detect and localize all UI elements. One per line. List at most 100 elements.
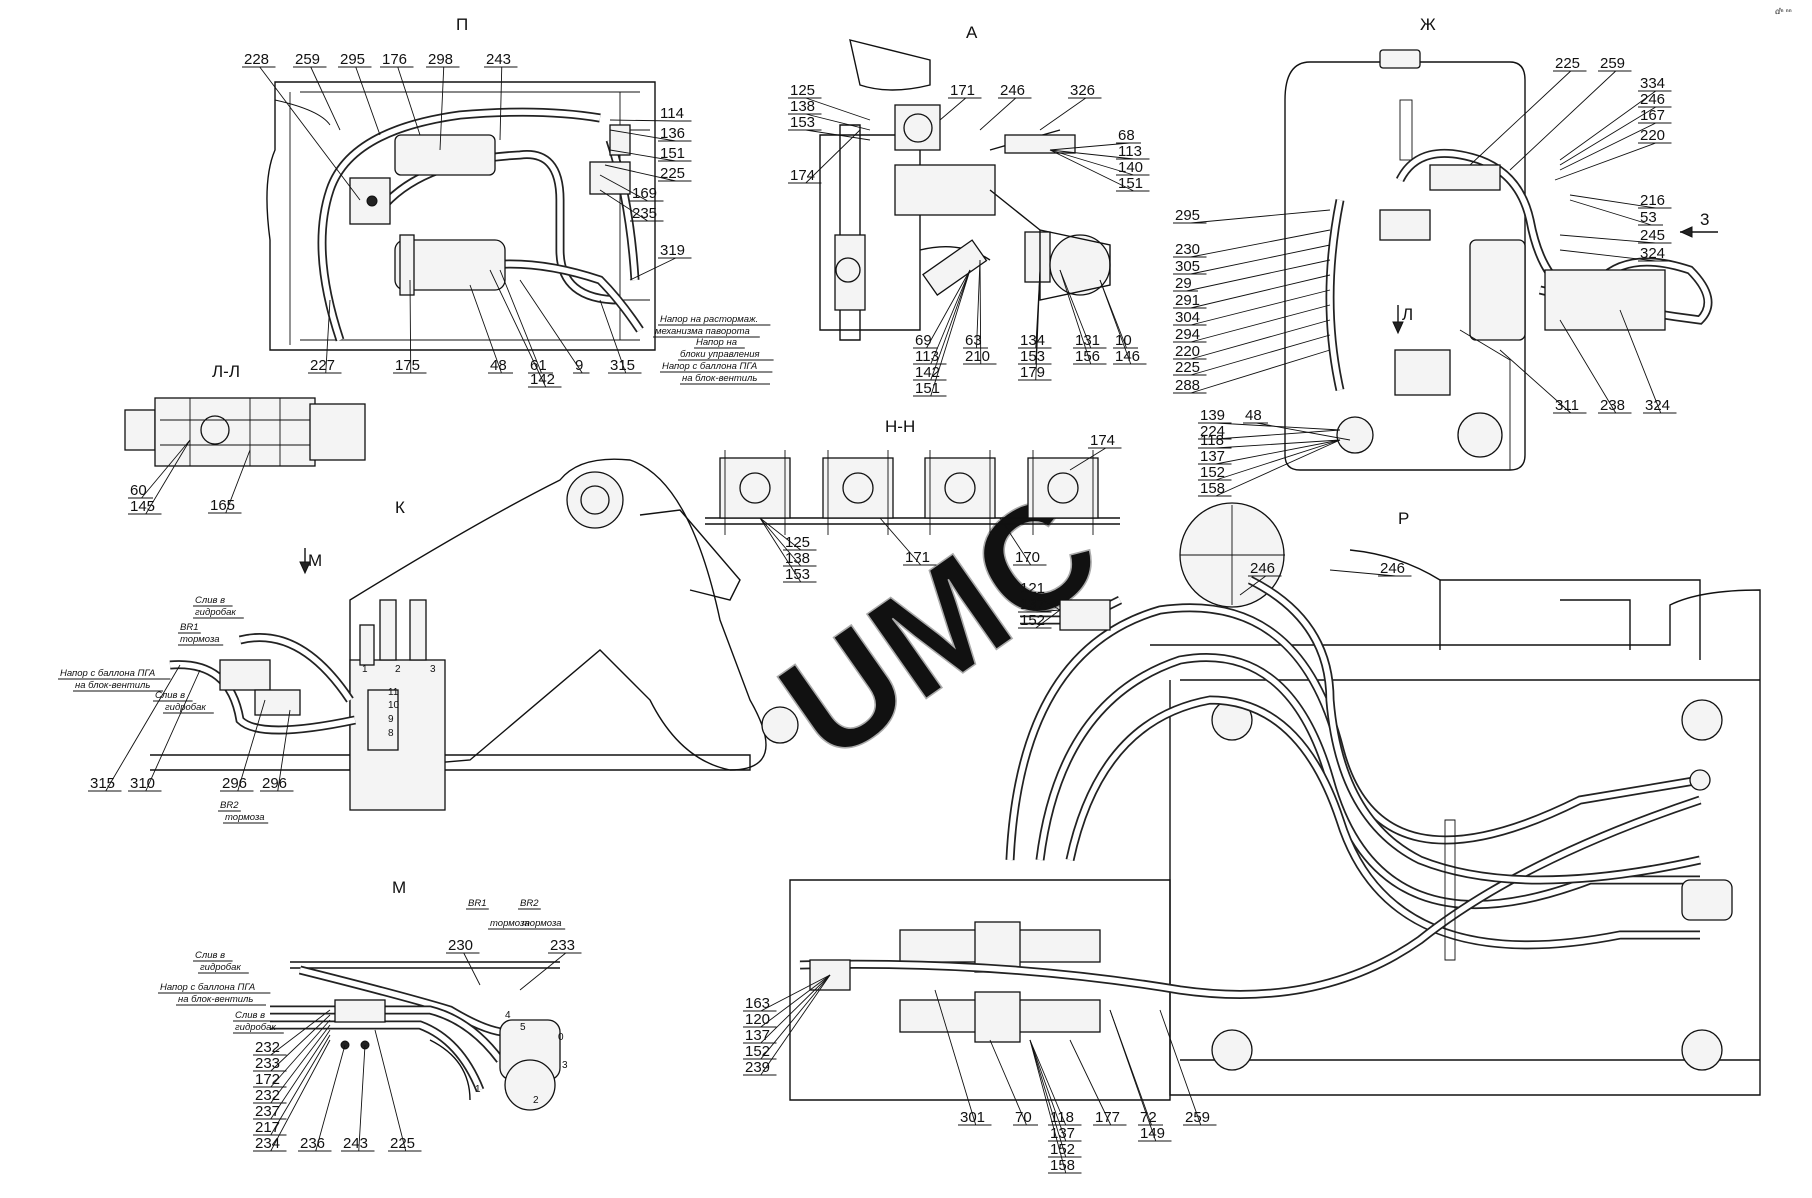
callout-number: 152 — [1020, 612, 1045, 629]
view-LL: Л-Л — [124, 362, 366, 467]
callout-number: 324 — [1640, 245, 1665, 262]
callout-number: 230 — [1175, 241, 1200, 258]
view-R: Р — [789, 502, 1761, 1101]
annotation-note: блоки управления — [680, 349, 760, 360]
callout-leader — [1243, 422, 1351, 441]
callout-number: 158 — [1050, 1157, 1075, 1174]
arrow-label-M: М — [308, 551, 322, 570]
callout-leader — [963, 259, 997, 365]
callout-number: 60 — [130, 482, 147, 499]
callout-leader — [759, 517, 817, 551]
callout-number: 151 — [1118, 175, 1143, 192]
annotation-note: Напор на — [696, 337, 737, 348]
callout-leader — [1099, 279, 1147, 365]
callout-number: 179 — [1020, 364, 1045, 381]
callout-number: 296 — [262, 775, 287, 792]
callout-number: 169 — [632, 185, 657, 202]
callout-leader — [788, 129, 871, 141]
callout-number: 158 — [1200, 480, 1225, 497]
view-A: А — [819, 23, 1111, 341]
callout-leader — [393, 279, 427, 374]
callout-leader — [1509, 70, 1632, 171]
callout-number: 227 — [310, 357, 335, 374]
callout-leader — [298, 1044, 346, 1152]
callout-leader — [1198, 439, 1341, 481]
callout-leader — [308, 299, 342, 374]
callout-leader — [1018, 609, 1061, 613]
callout-leader — [1069, 1039, 1127, 1126]
callout-leader — [380, 66, 421, 136]
callout-leader — [128, 439, 191, 515]
callout-leader — [913, 269, 971, 381]
view-K: К — [150, 458, 799, 811]
callout-leader — [253, 1029, 331, 1120]
callout-number: 151 — [915, 380, 940, 397]
callout-leader — [1469, 70, 1587, 166]
callout-leader — [253, 1014, 331, 1072]
callout-number: 233 — [255, 1055, 280, 1072]
annotation-note: гидробак — [165, 702, 206, 713]
callout-leader — [963, 259, 988, 349]
callout-number: 259 — [1185, 1109, 1210, 1126]
callout-number: 295 — [1175, 207, 1200, 224]
callout-leader — [293, 66, 341, 131]
callout-number: 291 — [1175, 292, 1200, 309]
callout-leader — [1173, 209, 1331, 224]
callout-number: 301 — [960, 1109, 985, 1126]
callout-leader — [1198, 439, 1341, 449]
callout-number: 140 — [1118, 159, 1143, 176]
callout-number: 136 — [660, 125, 685, 142]
callout-leader — [939, 97, 982, 121]
callout-leader — [519, 952, 582, 991]
callout-number: 114 — [660, 105, 684, 122]
callout-leader — [1018, 609, 1061, 629]
callout-leader — [1069, 447, 1122, 471]
callout-number: 138 — [790, 98, 815, 115]
callout-leader — [743, 974, 831, 1044]
callout-leader — [1198, 429, 1341, 440]
annotation-note: BR1 — [468, 898, 486, 909]
callout-number: 228 — [244, 51, 269, 68]
callout-leader — [599, 174, 664, 202]
callout-leader — [743, 974, 831, 1028]
annotation-note: тормоза — [522, 918, 562, 929]
callout-number: 53 — [1640, 209, 1657, 226]
valve-port-number: 1 — [362, 664, 368, 675]
view-M: М — [270, 878, 561, 1111]
callout-leader — [743, 974, 831, 1012]
callout-number: 259 — [1600, 55, 1625, 72]
callout-leader — [1559, 106, 1672, 166]
corner-mark: ⅆⁿ ⁿⁿ — [1775, 7, 1792, 16]
callout-number: 113 — [915, 348, 939, 365]
callout-leader — [128, 439, 191, 499]
callout-number: 246 — [1000, 82, 1025, 99]
callout-leader — [426, 66, 460, 151]
callout-number: 70 — [1015, 1109, 1032, 1126]
annotation-note: на блок-вентиль — [682, 373, 757, 384]
callout-number: 125 — [790, 82, 815, 99]
callout-leader — [499, 269, 553, 374]
callout-number: 239 — [745, 1059, 770, 1076]
callout-leader — [484, 66, 518, 141]
callout-leader — [260, 709, 294, 792]
callout-number: 68 — [1118, 127, 1135, 144]
callout-number: 146 — [1115, 348, 1140, 365]
callout-number: 319 — [660, 242, 685, 259]
callout-leader — [128, 669, 201, 792]
annotation-note: BR2 — [220, 800, 239, 811]
callout-number: 315 — [610, 357, 635, 374]
callout-leader — [599, 189, 664, 222]
callout-leader — [1109, 1009, 1163, 1126]
callout-number: 9 — [575, 357, 583, 374]
callout-number: 69 — [915, 332, 932, 349]
annotation-note: тормоза — [180, 634, 220, 645]
callout-number: 245 — [1640, 227, 1665, 244]
annotation-note: Слив в — [195, 595, 225, 606]
valve-port-number: 3 — [562, 1060, 568, 1071]
callout-number: 172 — [255, 1071, 280, 1088]
callout-number: 326 — [1070, 82, 1095, 99]
view-title-A: А — [966, 23, 978, 42]
callout-number: 152 — [745, 1043, 770, 1060]
view-title-M: М — [392, 878, 406, 897]
callout-leader — [1559, 234, 1672, 244]
